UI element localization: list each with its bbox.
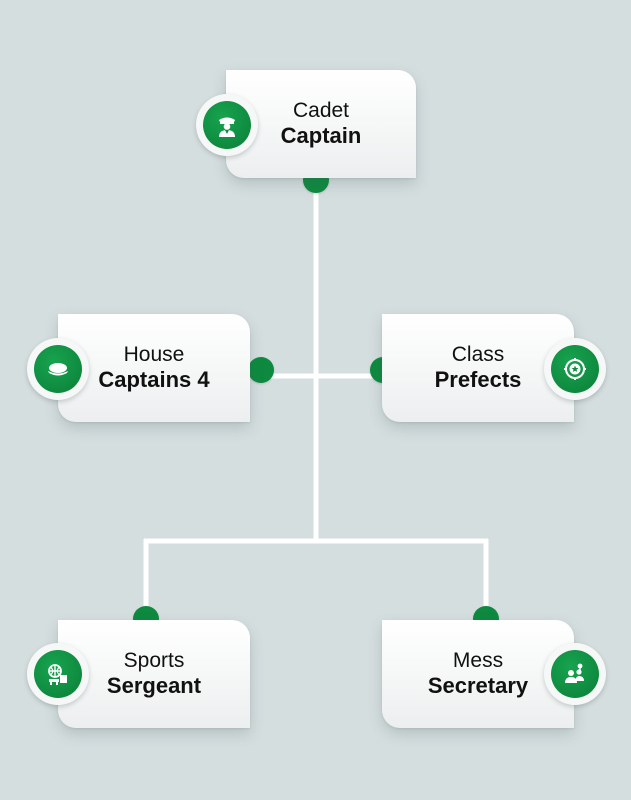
node-title-line2: Sergeant — [106, 673, 202, 698]
node-title-line1: Class — [451, 343, 505, 366]
node-title-line1: Cadet — [292, 99, 350, 122]
node-house-captains: House Captains 4 — [58, 314, 250, 422]
node-sports-sergeant: Sports Sergeant — [58, 620, 250, 728]
officer-icon — [219, 117, 235, 137]
badge-emblem-icon-badge — [544, 338, 606, 400]
node-title-line2: Captains 4 — [98, 367, 210, 392]
sports-icon — [48, 664, 67, 685]
connector-dot — [248, 357, 274, 383]
node-title-line2: Secretary — [427, 673, 529, 698]
sports-icon-badge — [27, 643, 89, 705]
node-title-line2: Prefects — [434, 367, 522, 392]
node-title-line2: Captain — [280, 123, 362, 148]
cap-icon — [48, 363, 68, 376]
officer-icon-badge — [196, 94, 258, 156]
team-icon-badge — [544, 643, 606, 705]
node-title-line1: Sports — [123, 649, 185, 672]
node-title-line1: House — [123, 343, 185, 366]
node-class-prefects: Class Prefects — [382, 314, 574, 422]
badge-emblem-icon — [564, 358, 586, 380]
cap-icon-badge — [27, 338, 89, 400]
team-icon — [565, 663, 584, 683]
node-title-line1: Mess — [452, 649, 504, 672]
node-mess-secretary: Mess Secretary — [382, 620, 574, 728]
